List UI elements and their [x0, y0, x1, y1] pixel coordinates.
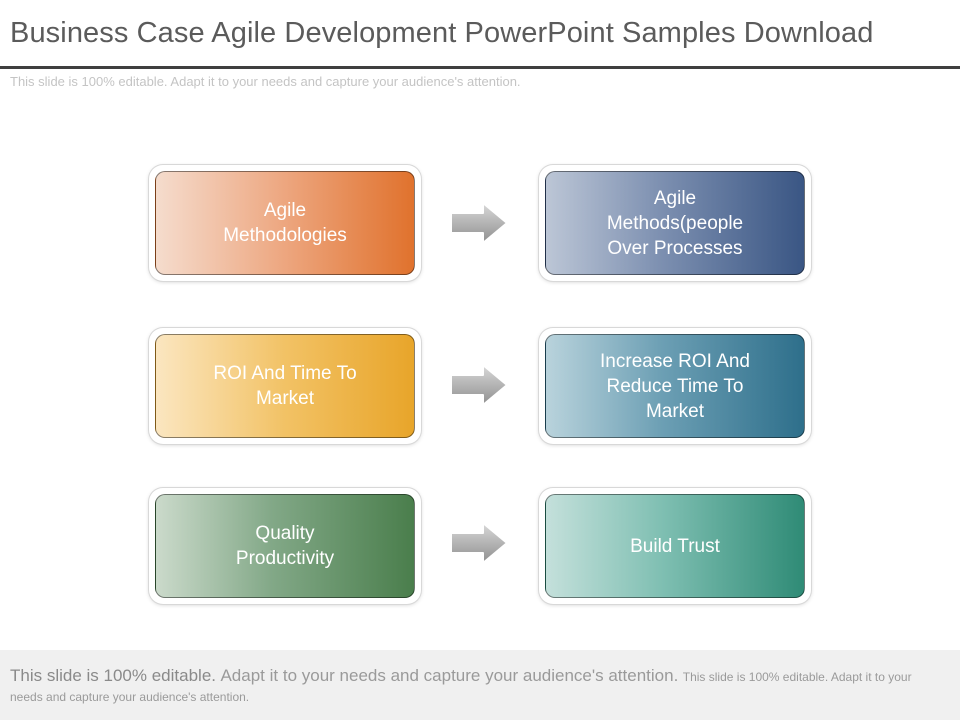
box-line: Methods(people — [606, 212, 744, 234]
footer-bar: This slide is 100% editable. Adapt it to… — [0, 650, 960, 720]
right-arrow-icon — [450, 522, 508, 564]
footer-text-main: Adapt it to your needs and capture your … — [220, 666, 679, 685]
box-line: Quality — [255, 523, 315, 544]
right-arrow-icon — [450, 202, 508, 244]
box-line: Methodologies — [223, 225, 347, 246]
footer-text-small: This slide is 100% editable. Adapt it to… — [10, 670, 912, 704]
box-line: Agile — [653, 187, 697, 209]
box-agile-methods-people-label: Agile Methods(people Over Processes — [607, 186, 743, 261]
box-line: Increase ROI And — [600, 350, 750, 372]
footer-text-lead: This slide is 100% editable. — [10, 666, 217, 685]
box-roi-time-to-market-label: ROI And Time To Market — [213, 361, 356, 411]
box-roi-time-to-market-fill: ROI And Time To Market — [155, 334, 415, 438]
box-line: Reduce Time To — [606, 375, 744, 397]
box-increase-roi-label: Increase ROI And Reduce Time To Market — [600, 349, 750, 424]
box-line: Build Trust — [630, 535, 720, 557]
box-line: ROI And Time To — [213, 363, 357, 384]
box-line: Agile — [263, 200, 307, 221]
box-line: Over Processes — [607, 237, 743, 259]
box-quality-productivity-label: Quality Productivity — [236, 521, 334, 571]
right-arrow-icon — [450, 364, 508, 406]
box-build-trust-fill: Build Trust — [545, 494, 805, 598]
box-agile-methodologies-fill: Agile Methodologies — [155, 171, 415, 275]
box-line: Market — [645, 400, 705, 422]
footer-text: This slide is 100% editable. Adapt it to… — [10, 666, 945, 707]
box-build-trust-label: Build Trust — [630, 534, 720, 559]
box-roi-time-to-market: ROI And Time To Market — [149, 328, 421, 444]
box-agile-methodologies-label: Agile Methodologies — [223, 198, 347, 248]
box-quality-productivity-fill: Quality Productivity — [155, 494, 415, 598]
box-line: Market — [255, 388, 315, 409]
slide-title: Business Case Agile Development PowerPoi… — [10, 17, 874, 49]
box-agile-methodologies: Agile Methodologies — [149, 165, 421, 281]
box-agile-methods-people: Agile Methods(people Over Processes — [539, 165, 811, 281]
box-build-trust: Build Trust — [539, 488, 811, 604]
box-agile-methods-people-fill: Agile Methods(people Over Processes — [545, 171, 805, 275]
title-divider — [0, 66, 960, 69]
box-line: Productivity — [235, 548, 335, 569]
box-increase-roi: Increase ROI And Reduce Time To Market — [539, 328, 811, 444]
box-increase-roi-fill: Increase ROI And Reduce Time To Market — [545, 334, 805, 438]
box-quality-productivity: Quality Productivity — [149, 488, 421, 604]
slide-subtitle: This slide is 100% editable. Adapt it to… — [10, 74, 521, 89]
